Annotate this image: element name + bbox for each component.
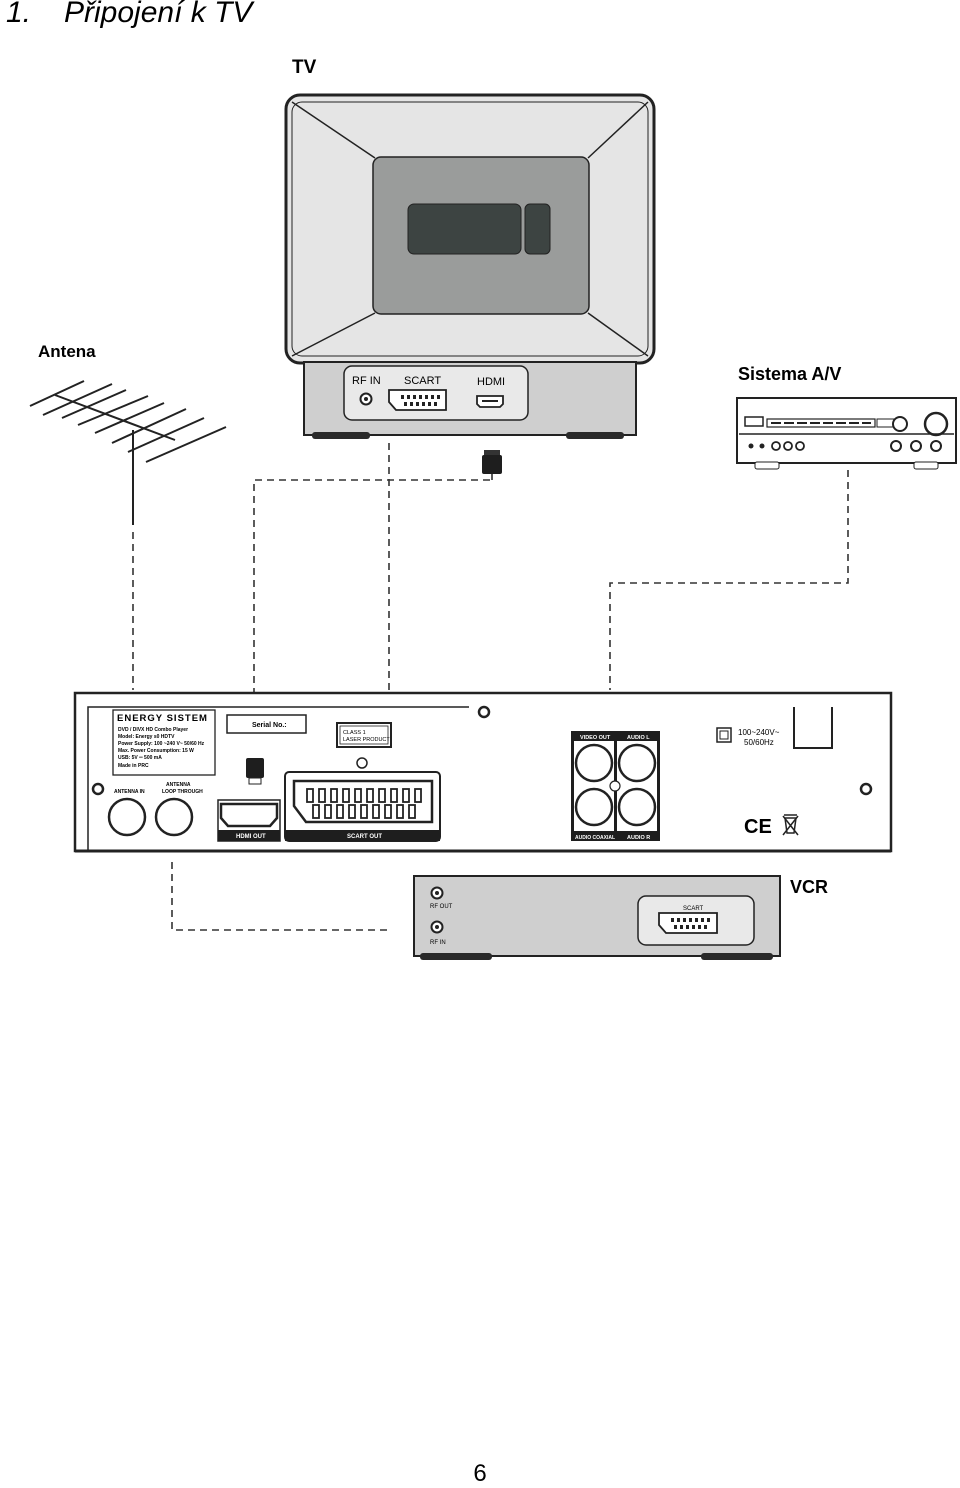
hdmi-plug-bottom — [246, 758, 264, 785]
av-system-label: Sistema A/V — [738, 364, 841, 384]
player-audio-r-label: AUDIO R — [627, 835, 650, 841]
player-scart-out-label: SCART OUT — [347, 834, 382, 840]
player-spec-line-1: DVD / DIVX HD Combo Player — [118, 727, 188, 733]
player-device: ENERGY SISTEM DVD / DIVX HD Combo Player… — [73, 691, 893, 853]
tv-rf-in-label: RF IN — [352, 375, 381, 387]
player-loop-through-label-1: ANTENNA — [166, 782, 191, 788]
player-video-out-port — [574, 743, 614, 783]
hdmi-plug-top — [482, 450, 502, 480]
av-system-to-player-line — [609, 470, 849, 690]
player-spec-line-3: Power Supply: 100 ~240 V~ 50/60 Hz — [118, 741, 205, 747]
player-spec-label — [112, 709, 216, 776]
player-audio-l-label: AUDIO L — [627, 735, 650, 741]
player-audio-l-port — [617, 743, 657, 783]
vcr-device: VCR RF OUT RF IN SCART — [413, 875, 828, 960]
tv-device: TV RF IN SCART HDMI — [284, 57, 656, 439]
player-to-vcr-line — [171, 862, 392, 931]
player-spec-line-6: Made in PRC — [118, 763, 149, 769]
ce-mark: CE — [744, 816, 772, 838]
page-heading: 1. Připojení k TV — [6, 0, 252, 30]
player-laser-label — [336, 722, 392, 748]
player-spec-line-5: USB: 5V ═ 500 mA — [118, 755, 162, 761]
player-laser-line-1: CLASS 1 — [343, 730, 366, 736]
player-video-out-label: VIDEO OUT — [580, 735, 611, 741]
tv-scart-label: SCART — [404, 375, 441, 387]
hdmi-tv-to-player-line — [253, 479, 490, 757]
player-spec-line-4: Max. Power Consumption: 15 W — [118, 748, 194, 754]
heading-title: Připojení k TV — [64, 0, 253, 29]
weee-bin-icon — [782, 814, 799, 836]
player-audio-coaxial-label: AUDIO COAXIAL — [575, 835, 615, 841]
heading-number: 1. — [6, 0, 32, 29]
connection-lines — [132, 443, 849, 931]
player-power-line-2: 50/60Hz — [744, 738, 774, 747]
page-number: 6 — [473, 1460, 487, 1487]
vcr-rf-in-label: RF IN — [430, 940, 446, 946]
player-serial-label: Serial No.: — [252, 722, 287, 729]
player-audio-coaxial-port — [574, 787, 614, 827]
av-system-body — [736, 397, 957, 464]
antenna-device: Antena — [29, 342, 227, 525]
tv-scart-port — [388, 389, 447, 411]
player-power-line-1: 100~240V~ — [738, 728, 780, 737]
player-hdmi-out-port — [219, 802, 279, 828]
vcr-scart-port — [658, 912, 718, 934]
player-laser-line-2: LASER PRODUCT — [343, 737, 390, 743]
player-loop-through-port — [154, 797, 194, 837]
player-loop-through-label-2: LOOP THROUGH — [162, 789, 203, 795]
tv-label: TV — [292, 57, 317, 78]
tv-hdmi-label: HDMI — [477, 376, 505, 388]
player-spec-line-2: Model: Energy s0 HDTV — [118, 734, 175, 740]
player-serial-box — [226, 714, 307, 734]
vcr-label: VCR — [790, 877, 828, 897]
player-antenna-in-port — [107, 797, 147, 837]
vcr-scart-label: SCART — [683, 906, 704, 912]
player-brand: ENERGY SISTEM — [117, 713, 208, 724]
player-hdmi-out-label: HDMI OUT — [236, 834, 266, 840]
antenna-label: Antena — [38, 342, 96, 361]
player-audio-r-port — [617, 787, 657, 827]
player-av-ports: VIDEO OUT AUDIO L AUDIO COAXIAL AUDIO R — [571, 731, 660, 841]
av-system-device: Sistema A/V — [736, 364, 957, 470]
vcr-rf-out-label: RF OUT — [430, 904, 453, 910]
player-antenna-in-label: ANTENNA IN — [114, 789, 145, 795]
